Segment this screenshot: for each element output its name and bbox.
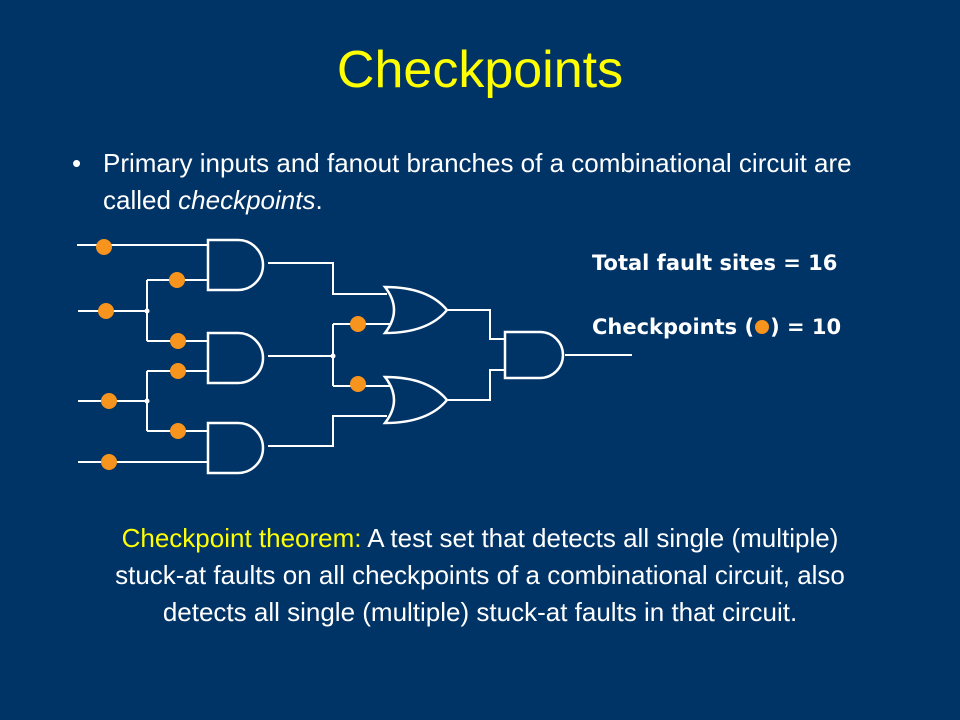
and-gate [206, 421, 265, 475]
checkpoints-label-end: ) = 10 [770, 315, 842, 339]
slide-title: Checkpoints [336, 41, 624, 99]
and-gate [503, 330, 565, 380]
checkpoint-dot [350, 376, 366, 392]
checkpoint-dot [98, 303, 114, 319]
and-gate [206, 331, 265, 385]
wire-or1-out [447, 309, 505, 340]
bullet-text-end: . [315, 185, 323, 215]
checkpoint-dot [169, 272, 185, 288]
checkpoint-dot [170, 333, 186, 349]
wire-and3-out [268, 415, 387, 447]
bullet-text: Primary inputs and fanout branches of a … [103, 145, 903, 219]
total-fault-sites-label: Total fault sites = 16 [592, 251, 838, 275]
checkpoint-dot [170, 363, 186, 379]
checkpoint-dot [170, 423, 186, 439]
checkpoint-dot [96, 239, 112, 255]
logic-gates [206, 238, 565, 475]
or-gate [382, 375, 449, 425]
checkpoint-dot [101, 393, 117, 409]
checkpoints [96, 239, 366, 470]
checkpoint-dot [101, 454, 117, 470]
bullet-text-start: Primary inputs and fanout branches of a … [103, 148, 852, 215]
theorem-text: A test set that detects all single (mult… [115, 523, 845, 627]
junction-dots [144, 308, 336, 404]
bullet-term: checkpoints [178, 185, 316, 215]
junction-dot [330, 353, 336, 359]
and-gate [206, 238, 265, 292]
wire-or2-out [447, 369, 505, 401]
junction-dot [144, 398, 150, 404]
junction-dot [144, 308, 150, 314]
checkpoint-marker-icon [755, 320, 770, 334]
bullet-marker: • [72, 148, 82, 178]
or-gate [382, 285, 449, 335]
checkpoints-count-label: Checkpoints ( ) = 10 [592, 314, 841, 340]
checkpoints-label-start: Checkpoints ( [592, 315, 755, 339]
checkpoint-dot [350, 316, 366, 332]
checkpoint-theorem: Checkpoint theorem: A test set that dete… [90, 520, 870, 631]
theorem-label: Checkpoint theorem: [121, 523, 362, 553]
wire-and1-out [268, 262, 387, 295]
